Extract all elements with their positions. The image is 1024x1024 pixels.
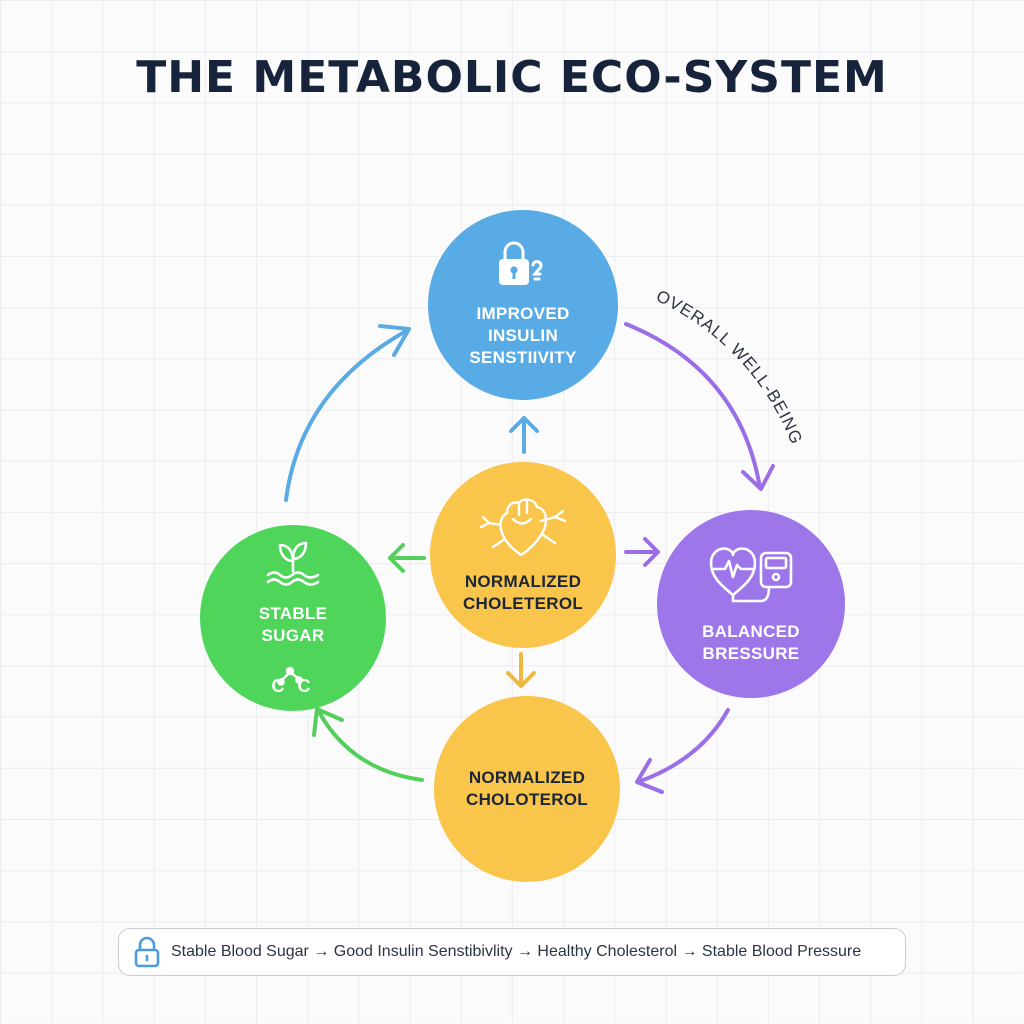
- arrow-bottom-to-sugar-head: [312, 707, 344, 737]
- molecule-icon: C C: [272, 666, 315, 696]
- curve-label: OVERALL WELL-BEING: [653, 286, 806, 447]
- molecule-formula: C C: [272, 676, 315, 696]
- heart-monitor-icon: [709, 547, 793, 603]
- legend-text: Stable Blood Sugar → Good Insulin Sensti…: [171, 943, 862, 960]
- arrow-center-up: [509, 416, 539, 454]
- curve-label-text: OVERALL WELL-BEING: [653, 286, 805, 447]
- arrow-sugar-to-insulin: [284, 328, 410, 502]
- arrow-sugar-to-insulin-head: [378, 324, 411, 357]
- arrow-center-right: [624, 537, 660, 567]
- sprout-icon: [266, 541, 320, 586]
- arrow-pressure-to-bottom: [636, 708, 730, 784]
- heart-icon: [479, 498, 567, 557]
- arrow-insulin-to-pressure-head: [741, 464, 775, 491]
- node-stable-sugar: STABLE SUGAR C C: [200, 525, 386, 711]
- node-bottom-label: NORMALIZED CHOLOTEROL: [466, 768, 588, 809]
- node-center-label: NORMALIZED CHOLETEROL: [462, 572, 584, 613]
- arrow-insulin-to-pressure: [624, 322, 762, 490]
- arrow-center-down: [506, 652, 536, 688]
- node-pressure-label: BALANCED BRESSURE: [702, 622, 800, 663]
- node-insulin-sensitivity: IMPROVED INSULIN SENSTIIVITY: [428, 210, 618, 400]
- arrow-pressure-to-bottom-head: [635, 758, 664, 794]
- arrow-bottom-to-sugar: [316, 708, 424, 782]
- lock-icon: [134, 936, 160, 968]
- page-title: THE METABOLIC ECO-SYSTEM: [136, 52, 888, 103]
- node-center-cholesterol: NORMALIZED CHOLETEROL: [430, 462, 616, 648]
- lock-icon: [499, 241, 543, 285]
- node-insulin-label: IMPROVED INSULIN SENSTIIVITY: [469, 304, 577, 367]
- node-sugar-label: STABLE SUGAR: [258, 604, 328, 645]
- legend-bar: Stable Blood Sugar → Good Insulin Sensti…: [118, 928, 906, 976]
- arrow-center-left: [388, 543, 426, 573]
- node-balanced-pressure: BALANCED BRESSURE: [657, 510, 845, 698]
- node-bottom-cholesterol: NORMALIZED CHOLOTEROL: [434, 696, 620, 882]
